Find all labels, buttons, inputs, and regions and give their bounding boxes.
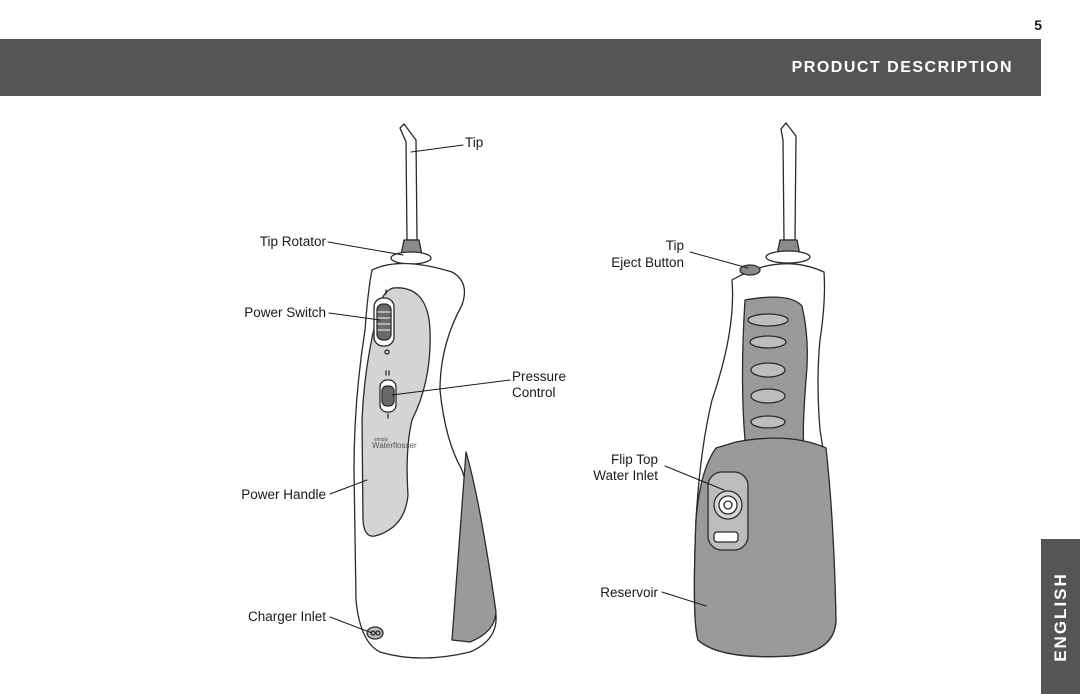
left-rear-panel: [451, 451, 497, 643]
label-control: Control: [512, 385, 556, 400]
left-tip-illustration: [399, 123, 418, 241]
leader-lines: [327, 144, 749, 634]
label-charger-inlet: Charger Inlet: [247, 609, 326, 624]
language-tab: ENGLISH: [1041, 539, 1080, 694]
header-bar: PRODUCT DESCRIPTION: [0, 39, 1041, 96]
label-flip-top: Flip Top: [610, 452, 658, 467]
label-pressure: Pressure: [512, 369, 567, 384]
right-flip-top-inlet: [707, 471, 749, 551]
label-water-inlet: Water Inlet: [593, 468, 658, 483]
left-charger-inlet: [366, 626, 384, 640]
label-tip-eject-2: Eject Button: [611, 255, 684, 270]
right-device: [693, 122, 837, 658]
label-power-handle: Power Handle: [241, 487, 326, 502]
left-device: [353, 123, 497, 659]
label-tip-rotator: Tip Rotator: [259, 234, 326, 249]
page-number: 5: [1034, 17, 1042, 33]
left-grip-panel: [361, 287, 431, 537]
right-tip-illustration: [780, 122, 797, 241]
page-title: PRODUCT DESCRIPTION: [791, 59, 1013, 76]
label-reservoir: Reservoir: [600, 585, 658, 600]
label-tip-eject-1: Tip: [665, 238, 684, 253]
brand-text: Waterflosser: [372, 441, 417, 450]
brand-small-text: simply: [374, 437, 389, 443]
label-tip: Tip: [465, 135, 484, 150]
label-power-switch: Power Switch: [244, 305, 326, 320]
